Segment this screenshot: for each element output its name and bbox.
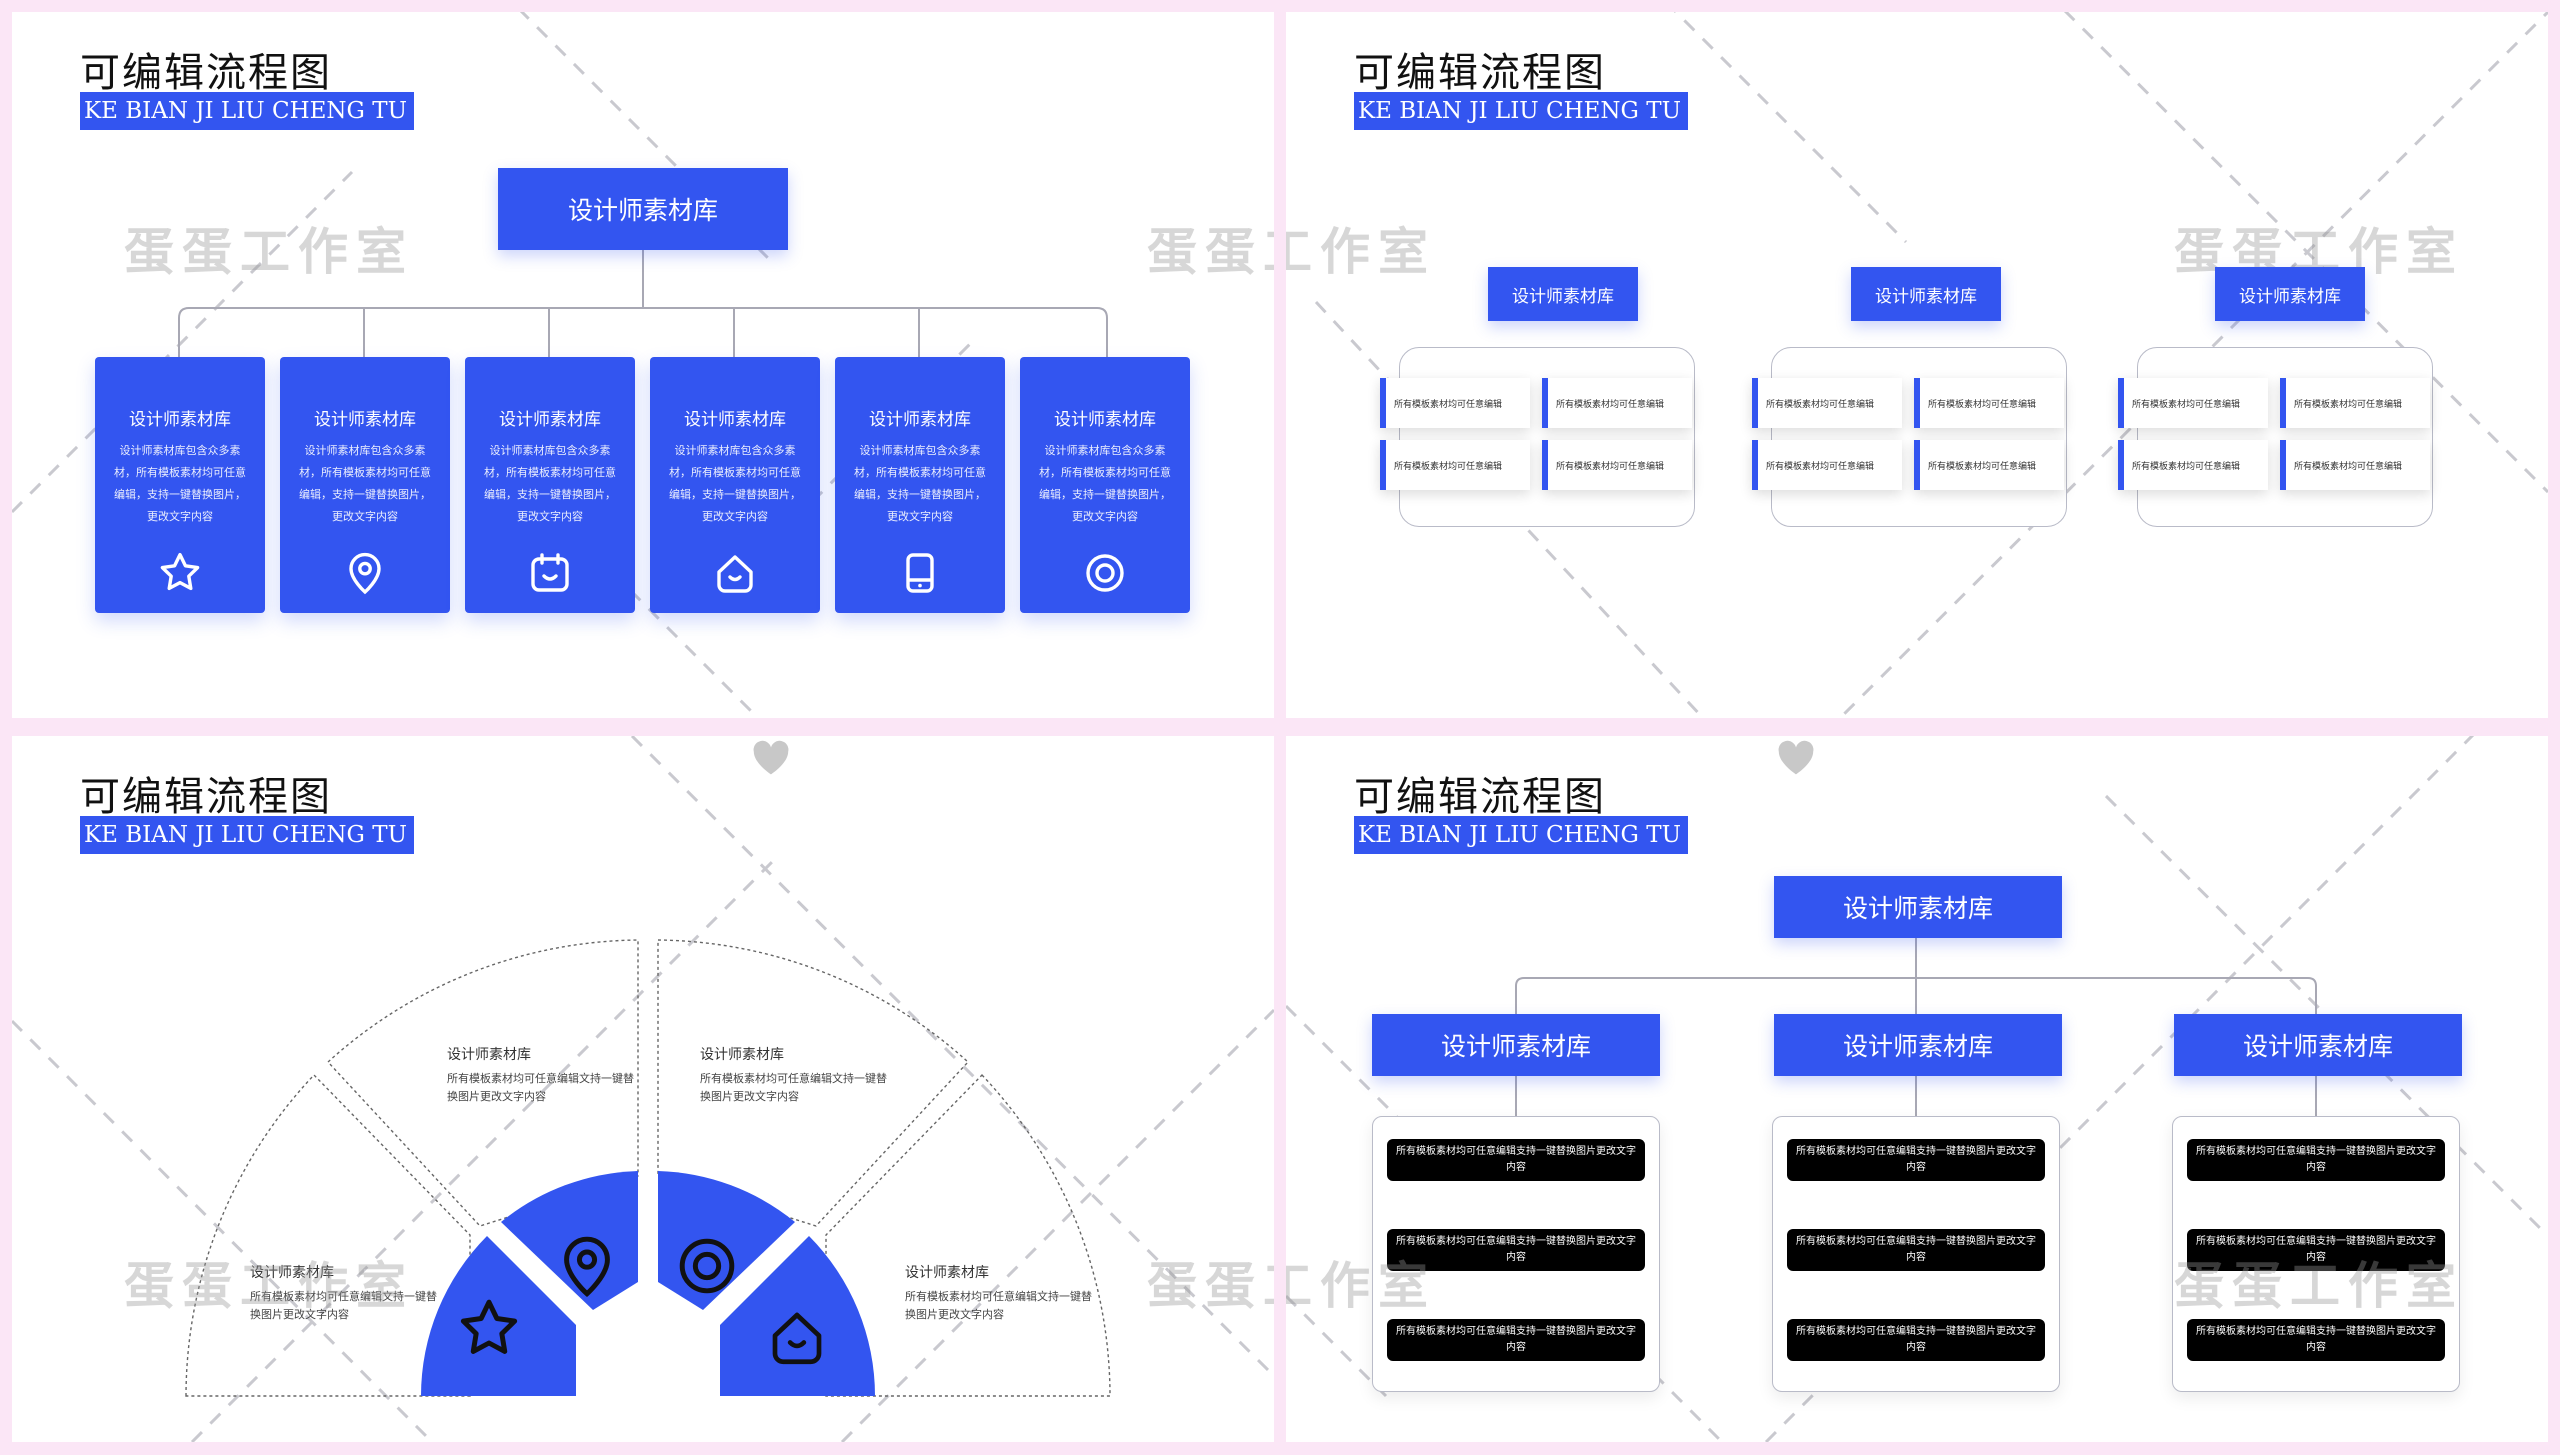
segment-title: 设计师素材库 — [250, 1265, 334, 1281]
segment-desc: 所有模板素材均可任意编辑文持一键替换图片更改文字内容 — [905, 1290, 1092, 1321]
panel-grouped-list: 蛋蛋工作室 蛋蛋工作室 可编辑流程图 KE BIAN JI LIU CHENG … — [1286, 12, 2548, 718]
list-item[interactable]: 所有模板素材均可任意编辑支持一键替换图片更改文字内容 — [2187, 1229, 2445, 1271]
list-item[interactable]: 所有模板素材均可任意编辑支持一键替换图片更改文字内容 — [1387, 1319, 1645, 1361]
panel-semicircle: 可编辑流程图 KE BIAN JI LIU CHENG TU 设计师素材库 — [12, 736, 1274, 1442]
branch-node[interactable]: 设计师素材库 — [1774, 1014, 2062, 1076]
segment-text: 设计师素材库 所有模板素材均可任意编辑文持一键替换图片更改文字内容 — [700, 1044, 890, 1106]
list-item[interactable]: 所有模板素材均可任意编辑 — [1542, 440, 1692, 490]
list-item[interactable]: 所有模板素材均可任意编辑 — [1542, 378, 1692, 428]
list-group: 所有模板素材均可任意编辑 所有模板素材均可任意编辑 所有模板素材均可任意编辑 所… — [1752, 347, 2067, 527]
segment-desc: 所有模板素材均可任意编辑文持一键替换图片更改文字内容 — [447, 1072, 634, 1103]
list-item[interactable]: 所有模板素材均可任意编辑支持一键替换图片更改文字内容 — [2187, 1139, 2445, 1181]
panel-card-flow: 蛋蛋工作室 蛋蛋工作室 可编辑流程图 KE BIAN JI LIU CHENG … — [12, 12, 1274, 718]
flow-card[interactable]: 设计师素材库 设计师素材库包含众多素材，所有模板素材均可任意编辑，支持一键替换图… — [1020, 357, 1190, 613]
group-header[interactable]: 设计师素材库 — [1488, 267, 1638, 321]
list-item[interactable]: 所有模板素材均可任意编辑 — [2280, 440, 2430, 490]
page-title: 可编辑流程图 — [1354, 774, 1606, 820]
list-item[interactable]: 所有模板素材均可任意编辑 — [1752, 378, 1902, 428]
branch-group: 所有模板素材均可任意编辑支持一键替换图片更改文字内容 所有模板素材均可任意编辑支… — [1372, 1116, 1660, 1392]
watermark-text: 蛋蛋工作室 — [1147, 1257, 1274, 1315]
branch-group: 所有模板素材均可任意编辑支持一键替换图片更改文字内容 所有模板素材均可任意编辑支… — [2172, 1116, 2460, 1392]
segment-text: 设计师素材库 所有模板素材均可任意编辑文持一键替换图片更改文字内容 — [447, 1044, 637, 1106]
list-item[interactable]: 所有模板素材均可任意编辑 — [1752, 440, 1902, 490]
segment-title: 设计师素材库 — [700, 1047, 784, 1063]
list-group: 所有模板素材均可任意编辑 所有模板素材均可任意编辑 所有模板素材均可任意编辑 所… — [2118, 347, 2433, 527]
star-icon — [454, 1294, 524, 1364]
card-title: 设计师素材库 — [499, 410, 601, 430]
star-icon — [156, 549, 204, 597]
root-node[interactable]: 设计师素材库 — [498, 168, 788, 250]
list-item[interactable]: 所有模板素材均可任意编辑支持一键替换图片更改文字内容 — [1787, 1139, 2045, 1181]
watermark-text: 蛋蛋工作室 — [124, 223, 414, 281]
calendar-icon — [526, 549, 574, 597]
card-desc: 设计师素材库包含众多素材，所有模板素材均可任意编辑，支持一键替换图片，更改文字内… — [484, 444, 616, 523]
segment-text: 设计师素材库 所有模板素材均可任意编辑文持一键替换图片更改文字内容 — [250, 1262, 440, 1324]
panel-tree: 可编辑流程图 KE BIAN JI LIU CHENG TU 设计师素材库 设计… — [1286, 736, 2548, 1442]
branch-group: 所有模板素材均可任意编辑支持一键替换图片更改文字内容 所有模板素材均可任意编辑支… — [1772, 1116, 2060, 1392]
flow-card[interactable]: 设计师素材库 设计师素材库包含众多素材，所有模板素材均可任意编辑，支持一键替换图… — [280, 357, 450, 613]
list-group: 所有模板素材均可任意编辑 所有模板素材均可任意编辑 所有模板素材均可任意编辑 所… — [1380, 347, 1695, 527]
list-item[interactable]: 所有模板素材均可任意编辑支持一键替换图片更改文字内容 — [1787, 1319, 2045, 1361]
home-icon — [711, 549, 759, 597]
card-title: 设计师素材库 — [314, 410, 416, 430]
card-desc: 设计师素材库包含众多素材，所有模板素材均可任意编辑，支持一键替换图片，更改文字内… — [669, 444, 801, 523]
location-pin-icon — [341, 549, 389, 597]
phone-icon — [896, 549, 944, 597]
flow-card[interactable]: 设计师素材库 设计师素材库包含众多素材，所有模板素材均可任意编辑，支持一键替换图… — [95, 357, 265, 613]
page-subtitle: KE BIAN JI LIU CHENG TU — [1354, 92, 1688, 130]
list-item[interactable]: 所有模板素材均可任意编辑支持一键替换图片更改文字内容 — [1387, 1139, 1645, 1181]
branch-node[interactable]: 设计师素材库 — [2174, 1014, 2462, 1076]
list-item[interactable]: 所有模板素材均可任意编辑 — [2280, 378, 2430, 428]
list-item[interactable]: 所有模板素材均可任意编辑 — [1380, 378, 1530, 428]
card-title: 设计师素材库 — [869, 410, 971, 430]
list-item[interactable]: 所有模板素材均可任意编辑支持一键替换图片更改文字内容 — [1387, 1229, 1645, 1271]
segment-title: 设计师素材库 — [905, 1265, 989, 1281]
card-desc: 设计师素材库包含众多素材，所有模板素材均可任意编辑，支持一键替换图片，更改文字内… — [299, 444, 431, 523]
target-icon — [1081, 549, 1129, 597]
card-desc: 设计师素材库包含众多素材，所有模板素材均可任意编辑，支持一键替换图片，更改文字内… — [114, 444, 246, 523]
list-item[interactable]: 所有模板素材均可任意编辑 — [1914, 440, 2064, 490]
page-title: 可编辑流程图 — [80, 774, 332, 820]
segment-text: 设计师素材库 所有模板素材均可任意编辑文持一键替换图片更改文字内容 — [905, 1262, 1095, 1324]
flow-card[interactable]: 设计师素材库 设计师素材库包含众多素材，所有模板素材均可任意编辑，支持一键替换图… — [465, 357, 635, 613]
list-item[interactable]: 所有模板素材均可任意编辑支持一键替换图片更改文字内容 — [1787, 1229, 2045, 1271]
heart-icon — [1776, 740, 1816, 776]
segment-title: 设计师素材库 — [447, 1047, 531, 1063]
flow-card[interactable]: 设计师素材库 设计师素材库包含众多素材，所有模板素材均可任意编辑，支持一键替换图… — [835, 357, 1005, 613]
list-item[interactable]: 所有模板素材均可任意编辑 — [2118, 440, 2268, 490]
list-item[interactable]: 所有模板素材均可任意编辑支持一键替换图片更改文字内容 — [2187, 1319, 2445, 1361]
target-icon — [672, 1231, 742, 1301]
card-title: 设计师素材库 — [1054, 410, 1156, 430]
card-desc: 设计师素材库包含众多素材，所有模板素材均可任意编辑，支持一键替换图片，更改文字内… — [1039, 444, 1171, 523]
card-title: 设计师素材库 — [684, 410, 786, 430]
page-subtitle: KE BIAN JI LIU CHENG TU — [80, 92, 414, 130]
page-subtitle: KE BIAN JI LIU CHENG TU — [1354, 816, 1688, 854]
list-item[interactable]: 所有模板素材均可任意编辑 — [1380, 440, 1530, 490]
branch-node[interactable]: 设计师素材库 — [1372, 1014, 1660, 1076]
home-icon — [764, 1304, 830, 1370]
root-node[interactable]: 设计师素材库 — [1774, 876, 2062, 938]
segment-desc: 所有模板素材均可任意编辑文持一键替换图片更改文字内容 — [250, 1290, 437, 1321]
page-title: 可编辑流程图 — [1354, 50, 1606, 96]
watermark-text: 蛋蛋工作室 — [1147, 223, 1274, 281]
segment-desc: 所有模板素材均可任意编辑文持一键替换图片更改文字内容 — [700, 1072, 887, 1103]
watermark-text: 蛋蛋工作室 — [1286, 223, 1436, 281]
list-item[interactable]: 所有模板素材均可任意编辑 — [1914, 378, 2064, 428]
location-pin-icon — [552, 1231, 622, 1301]
list-item[interactable]: 所有模板素材均可任意编辑 — [2118, 378, 2268, 428]
flow-card[interactable]: 设计师素材库 设计师素材库包含众多素材，所有模板素材均可任意编辑，支持一键替换图… — [650, 357, 820, 613]
group-header[interactable]: 设计师素材库 — [2215, 267, 2365, 321]
card-desc: 设计师素材库包含众多素材，所有模板素材均可任意编辑，支持一键替换图片，更改文字内… — [854, 444, 986, 523]
page-subtitle: KE BIAN JI LIU CHENG TU — [80, 816, 414, 854]
group-header[interactable]: 设计师素材库 — [1851, 267, 2001, 321]
card-title: 设计师素材库 — [129, 410, 231, 430]
heart-icon — [751, 740, 791, 776]
page-title: 可编辑流程图 — [80, 50, 332, 96]
